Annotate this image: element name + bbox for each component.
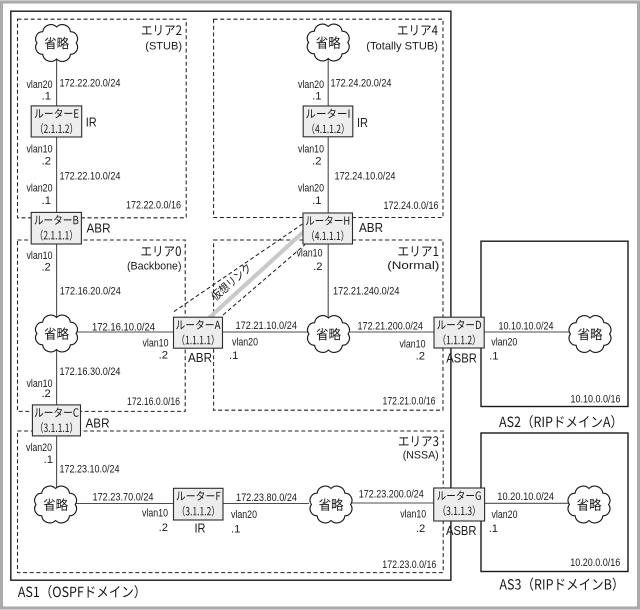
svg-text:172.24.10.0/24: 172.24.10.0/24 — [335, 171, 396, 183]
svg-text:vlan20: vlan20 — [491, 337, 517, 349]
svg-text:vlan10: vlan10 — [27, 378, 53, 390]
svg-text:.2: .2 — [159, 350, 168, 362]
svg-text:172.21.200.0/24: 172.21.200.0/24 — [358, 321, 423, 333]
svg-text:.1: .1 — [312, 195, 321, 207]
svg-text:.1: .1 — [44, 454, 53, 466]
svg-text:vlan20: vlan20 — [492, 509, 518, 521]
svg-text:IR: IR — [86, 114, 97, 129]
svg-text:(STUB): (STUB) — [145, 41, 182, 53]
svg-text:ASBR: ASBR — [446, 351, 477, 366]
svg-text:.2: .2 — [159, 522, 168, 534]
svg-text:172.22.20.0/24: 172.22.20.0/24 — [60, 78, 121, 90]
svg-text:IR: IR — [357, 115, 368, 130]
svg-text:ASBR: ASBR — [446, 523, 477, 538]
svg-text:.2: .2 — [416, 523, 425, 535]
svg-text:172.23.0.0/16: 172.23.0.0/16 — [382, 559, 436, 571]
svg-text:vlan10: vlan10 — [400, 509, 426, 521]
svg-text:.1: .1 — [489, 351, 498, 363]
svg-text:172.22.0.0/16: 172.22.0.0/16 — [126, 200, 181, 212]
svg-text:172.16.0.0/16: 172.16.0.0/16 — [127, 396, 180, 408]
svg-text:vlan10: vlan10 — [400, 339, 426, 351]
svg-text:vlan20: vlan20 — [231, 509, 257, 521]
svg-text:vlan10: vlan10 — [297, 248, 323, 260]
svg-text:vlan20: vlan20 — [27, 79, 53, 91]
svg-text:172.21.10.0/24: 172.21.10.0/24 — [236, 320, 298, 332]
svg-text:.2: .2 — [313, 261, 322, 273]
svg-text:vlan10: vlan10 — [27, 144, 53, 156]
svg-text:vlan10: vlan10 — [143, 338, 169, 350]
svg-text:vlan10: vlan10 — [142, 508, 168, 520]
svg-text:172.24.0.0/16: 172.24.0.0/16 — [384, 200, 439, 212]
svg-text:10.10.0.0/16: 10.10.0.0/16 — [571, 394, 621, 406]
svg-text:(Totally STUB): (Totally STUB) — [366, 41, 438, 53]
svg-text:172.21.0.0/16: 172.21.0.0/16 — [383, 396, 436, 408]
svg-text:.1: .1 — [489, 523, 498, 535]
svg-text:.2: .2 — [41, 388, 50, 400]
svg-text:(NSSA): (NSSA) — [403, 450, 439, 462]
svg-text:.1: .1 — [312, 91, 321, 103]
svg-text:172.24.20.0/24: 172.24.20.0/24 — [331, 78, 392, 90]
svg-text:.2: .2 — [42, 156, 51, 168]
svg-text:vlan20: vlan20 — [298, 183, 324, 195]
svg-text:10.10.10.0/24: 10.10.10.0/24 — [499, 321, 554, 333]
svg-text:ABR: ABR — [188, 350, 212, 365]
svg-text:.2: .2 — [41, 262, 50, 274]
svg-text:vlan20: vlan20 — [298, 79, 324, 91]
svg-text:ABR: ABR — [86, 416, 110, 431]
svg-text:172.16.30.0/24: 172.16.30.0/24 — [60, 366, 121, 378]
svg-text:.1: .1 — [42, 91, 51, 103]
svg-text:vlan10: vlan10 — [298, 144, 324, 156]
svg-text:172.23.10.0/24: 172.23.10.0/24 — [60, 464, 120, 476]
svg-text:vlan10: vlan10 — [27, 250, 53, 262]
svg-text:.2: .2 — [416, 351, 425, 363]
svg-text:172.16.20.0/24: 172.16.20.0/24 — [60, 286, 121, 298]
svg-text:10.20.0.0/16: 10.20.0.0/16 — [570, 557, 620, 569]
svg-text:.1: .1 — [231, 524, 240, 536]
svg-text:.2: .2 — [312, 156, 321, 168]
svg-text:(Backbone): (Backbone) — [127, 261, 182, 273]
svg-text:vlan20: vlan20 — [232, 337, 258, 349]
svg-text:.1: .1 — [42, 195, 51, 207]
svg-text:vlan20: vlan20 — [27, 183, 53, 195]
svg-text:172.22.10.0/24: 172.22.10.0/24 — [60, 171, 121, 183]
svg-text:172.16.10.0/24: 172.16.10.0/24 — [92, 322, 155, 334]
svg-text:10.20.10.0/24: 10.20.10.0/24 — [497, 491, 554, 503]
svg-text:ABR: ABR — [359, 220, 383, 235]
svg-text:vlan20: vlan20 — [26, 442, 52, 454]
svg-text:172.21.240.0/24: 172.21.240.0/24 — [333, 286, 400, 298]
svg-text:(Normal): (Normal) — [387, 260, 439, 272]
svg-text:IR: IR — [195, 521, 206, 536]
svg-text:172.23.70.0/24: 172.23.70.0/24 — [93, 492, 154, 504]
svg-text:172.23.80.0/24: 172.23.80.0/24 — [236, 492, 297, 504]
svg-text:172.23.200.0/24: 172.23.200.0/24 — [359, 489, 424, 501]
svg-text:ABR: ABR — [87, 221, 111, 236]
svg-text:.1: .1 — [229, 350, 238, 362]
